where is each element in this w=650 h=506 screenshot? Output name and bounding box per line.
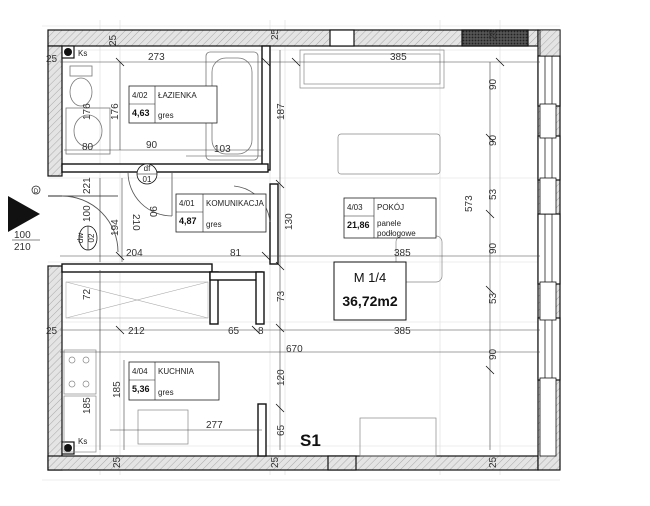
entry-width: 100 xyxy=(14,230,31,241)
dim-r-53a: 53 xyxy=(488,188,499,200)
dim-hall-130: 130 xyxy=(284,213,295,230)
dimension-ticks xyxy=(115,57,505,413)
dim-bath-187: 187 xyxy=(276,103,287,120)
dim-hall-194: 194 xyxy=(110,219,121,236)
dim-k-65: 65 xyxy=(228,326,240,337)
dim-room-width-top: 385 xyxy=(390,52,407,63)
dim-sink-90: 90 xyxy=(146,140,158,151)
dim-r-53b: 53 xyxy=(488,292,499,304)
dim-bath-176a: 176 xyxy=(82,103,93,120)
dim-k-8: 8 xyxy=(258,326,264,337)
unit-label: M 1/4 36,72m2 xyxy=(333,261,407,321)
living-code: 4/03 xyxy=(347,203,363,212)
staircase-label: S1 xyxy=(300,431,321,450)
dim-hall-204: 204 xyxy=(126,248,143,259)
hall-area: 4,87 xyxy=(179,216,197,226)
door-tag-dw: dw 02 xyxy=(76,225,98,251)
unit-name: M 1/4 xyxy=(354,270,387,285)
bathroom-floor: gres xyxy=(158,111,174,120)
entry-height: 210 xyxy=(14,242,31,253)
outer-walls xyxy=(47,29,561,471)
dim-r-90mid: 90 xyxy=(488,242,499,254)
dim-room-385-low: 385 xyxy=(394,326,411,337)
toilet-icon xyxy=(69,65,93,107)
dim-toilet-80: 80 xyxy=(82,142,94,153)
dim-r-25: 25 xyxy=(270,28,281,40)
living-floor-1: panele xyxy=(377,219,402,228)
dim-k-120: 120 xyxy=(276,369,287,386)
door-tag-entry-code: D xyxy=(34,189,39,195)
dim-k-277: 277 xyxy=(206,420,223,431)
kitchen-name: KUCHNIA xyxy=(158,367,195,376)
df-height: 210 xyxy=(130,214,141,231)
bathroom-area: 4,63 xyxy=(132,108,150,118)
shaft-top-label: Ks xyxy=(78,49,87,58)
dim-k-185a: 185 xyxy=(82,397,93,414)
dim-tub-103: 103 xyxy=(214,144,231,155)
stove-icon xyxy=(63,349,437,457)
bathroom-code: 4/02 xyxy=(132,91,148,100)
room-hall: 4/01 KOMUNIKACJA 4,87 gres xyxy=(175,193,267,233)
room-kitchen: 4/04 KUCHNIA 5,36 gres xyxy=(128,361,220,401)
sink-icon xyxy=(65,107,111,155)
door-tag-df: df 01 xyxy=(136,163,158,185)
door-tag-dw-code: dw xyxy=(76,233,85,243)
living-floor-2: podłogowe xyxy=(377,229,416,238)
dim-k-185b: 185 xyxy=(112,381,123,398)
dim-k-25: 25 xyxy=(46,326,58,337)
door-tag-df-code: df xyxy=(144,164,151,173)
kitchen-floor: gres xyxy=(158,388,174,397)
dim-left-25: 25 xyxy=(46,54,58,65)
dim-k-65v: 65 xyxy=(276,424,287,436)
dim-b-25a: 25 xyxy=(112,456,123,468)
table-icon xyxy=(65,281,209,319)
dim-r-90b-top: 90 xyxy=(488,134,499,146)
shaft-bottom: Ks xyxy=(61,437,87,455)
entry-arrow-icon xyxy=(8,196,40,232)
dim-hall-221: 221 xyxy=(82,177,93,194)
kitchen-code: 4/04 xyxy=(132,367,148,376)
dim-bath-176b: 176 xyxy=(110,103,121,120)
dim-b-25c: 25 xyxy=(488,456,499,468)
entry-door xyxy=(48,195,119,253)
hall-name: KOMUNIKACJA xyxy=(206,199,264,208)
living-name: POKÓJ xyxy=(377,203,404,212)
unit-area: 36,72m2 xyxy=(342,293,397,309)
door-tag-entry: D 100 210 xyxy=(12,185,41,253)
room-bathroom: 4/02 ŁAZIENKA 4,63 gres xyxy=(128,85,218,124)
windows xyxy=(539,29,561,457)
dim-r-25b: 25 xyxy=(488,28,499,40)
dimension-texts: 25 273 385 25 176 176 187 80 90 103 221 … xyxy=(46,28,499,468)
dim-total-670: 670 xyxy=(286,344,303,355)
dim-niche-72: 72 xyxy=(82,288,93,300)
living-area: 21,86 xyxy=(347,220,370,230)
shaft-top: Ks xyxy=(61,45,87,59)
dim-bath-width: 273 xyxy=(148,52,165,63)
kitchen-area: 5,36 xyxy=(132,384,150,394)
dim-top-25: 25 xyxy=(108,34,119,46)
dim-room-385-mid: 385 xyxy=(394,248,411,259)
dim-hall-81: 81 xyxy=(230,248,242,259)
room-living: 4/03 POKÓJ 21,86 panele podłogowe xyxy=(343,197,437,239)
dimension-lines xyxy=(60,50,540,450)
bathroom-name: ŁAZIENKA xyxy=(158,91,197,100)
wardrobe-icon xyxy=(299,49,445,89)
dim-r-90c: 90 xyxy=(488,348,499,360)
dim-b-25b: 25 xyxy=(270,456,281,468)
hall-floor: gres xyxy=(206,220,222,229)
door-tag-df-num: 01 xyxy=(143,175,152,184)
dim-k-212: 212 xyxy=(128,326,145,337)
shaft-bottom-label: Ks xyxy=(78,437,87,446)
bed-icon xyxy=(337,133,441,175)
dim-room-573: 573 xyxy=(464,195,475,212)
bath-door xyxy=(127,171,173,217)
hall-code: 4/01 xyxy=(179,199,195,208)
dim-r-90a: 90 xyxy=(488,78,499,90)
door-tag-dw-num: 02 xyxy=(87,233,96,242)
df-width: 90 xyxy=(147,206,158,218)
dim-hall-100: 100 xyxy=(82,205,93,222)
dim-niche-73: 73 xyxy=(276,290,287,302)
